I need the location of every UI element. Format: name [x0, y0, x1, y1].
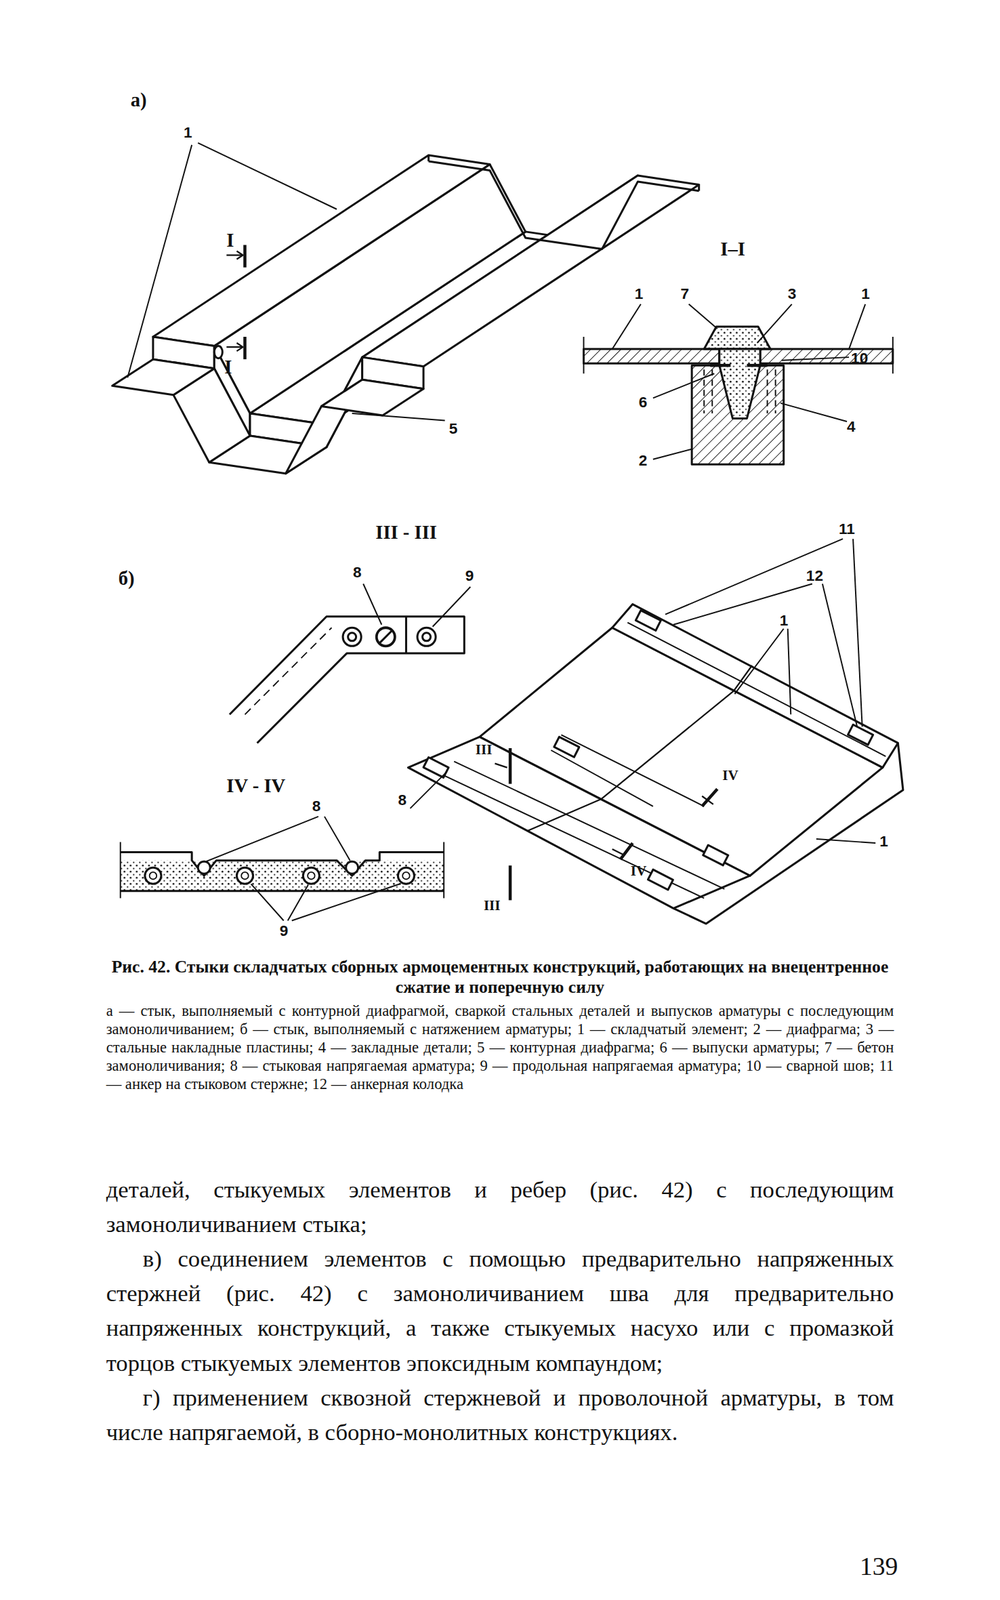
body-paragraph: деталей, стыкуемых элементов и ребер (ри…	[106, 1172, 895, 1242]
callout-number: 8	[312, 798, 322, 815]
callout-number: 8	[397, 792, 407, 809]
section-mark: III	[483, 897, 501, 914]
section-iii-iii	[229, 583, 471, 743]
callout-number: 1	[183, 124, 193, 141]
figure-caption: Рис. 42. Стыки складчатых сборных армоце…	[106, 957, 895, 998]
figure-legend: а — стык, выполняемый с контурной диафра…	[106, 1000, 895, 1093]
callout-number: 2	[638, 451, 648, 469]
callout-number: 1	[634, 285, 644, 303]
callout-number: 10	[850, 350, 868, 367]
section-title: I–I	[720, 238, 746, 259]
section-mark: III	[475, 741, 493, 758]
section-title: III - III	[375, 522, 437, 543]
section-mark: IV	[630, 863, 647, 879]
page-number: 139	[859, 1552, 898, 1580]
figure-letter: а)	[130, 90, 148, 111]
joint-a-view	[112, 142, 700, 474]
callout-number: 1	[779, 612, 789, 629]
callout-number: 11	[838, 520, 856, 537]
callout-number: 7	[680, 285, 690, 303]
section-mark: I	[226, 230, 234, 251]
callout-number: 1	[861, 285, 870, 303]
body-paragraph: в) соединением элементов с помощью предв…	[106, 1241, 895, 1381]
callout-number: 8	[352, 564, 362, 581]
joint-b-view	[407, 538, 903, 924]
callout-number: 3	[787, 285, 797, 303]
text-flow: Рис. 42. Стыки складчатых сборных армоце…	[106, 957, 895, 1450]
callout-number: 12	[806, 567, 824, 584]
callout-number: 4	[846, 418, 856, 435]
callout-number: 9	[465, 567, 475, 584]
callout-number: 9	[279, 922, 289, 940]
callout-number: 5	[449, 420, 458, 437]
figure-letter: б)	[118, 568, 135, 589]
section-title: IV - IV	[226, 775, 286, 797]
section-i-i	[583, 304, 893, 465]
callout-number: 1	[879, 832, 889, 849]
section-iv-iv	[120, 816, 444, 921]
callout-number: 6	[638, 393, 648, 410]
body-paragraph: г) применением сквозной стержневой и про…	[106, 1380, 895, 1450]
section-mark: I	[224, 357, 232, 378]
section-mark: IV	[722, 767, 738, 784]
